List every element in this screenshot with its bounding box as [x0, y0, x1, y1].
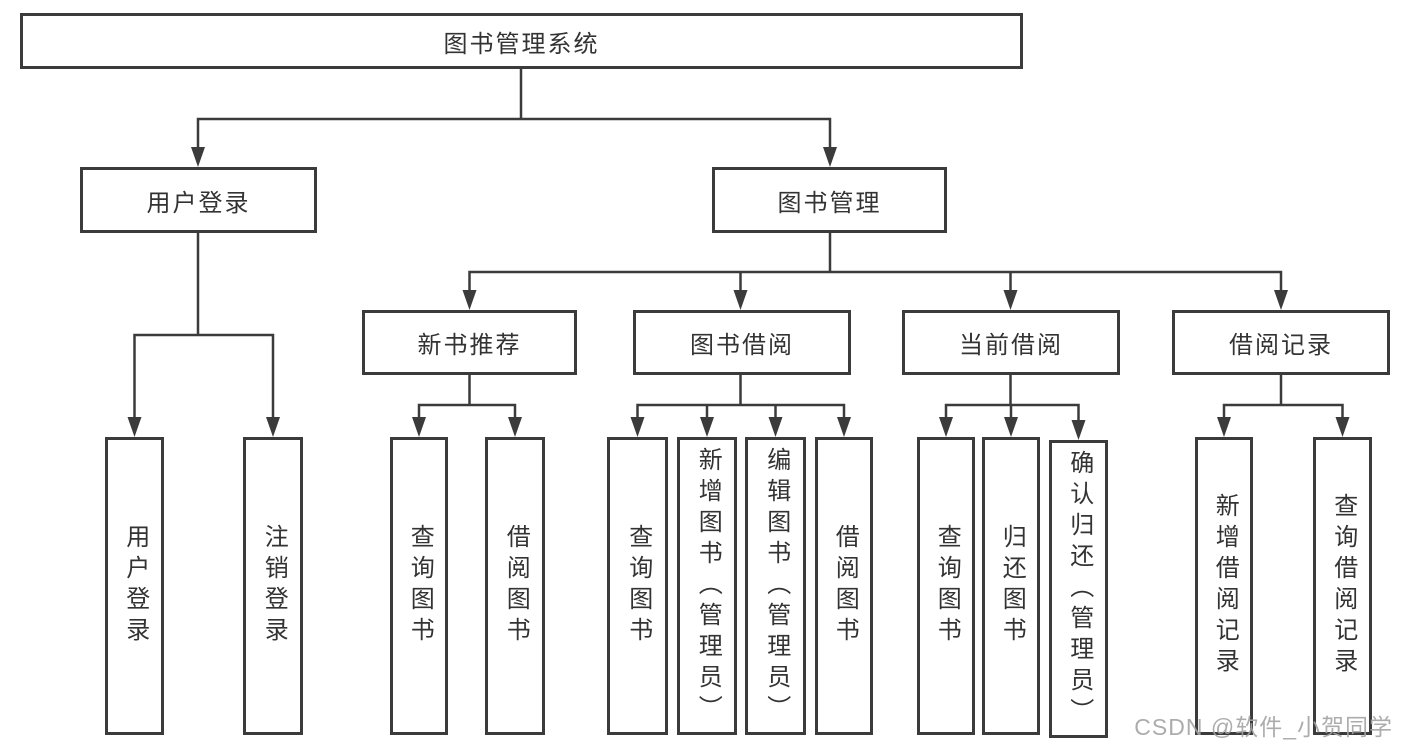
node-book-management: 图书管理 — [712, 167, 947, 233]
leaf-user-login: 用户登录 — [105, 437, 164, 735]
leaf-logout: 注销登录 — [243, 437, 303, 735]
leaf-borrow-books-1: 借阅图书 — [485, 437, 545, 735]
leaf-query-borrow-record: 查询借阅记录 — [1313, 437, 1372, 735]
leaf-query-books-2: 查询图书 — [607, 437, 668, 735]
node-label: 图书管理 — [777, 189, 882, 217]
node-label: 借阅图书 — [502, 524, 530, 648]
leaf-query-books-1: 查询图书 — [390, 437, 448, 735]
node-book-borrow: 图书借阅 — [633, 310, 851, 375]
node-user-login: 用户登录 — [80, 167, 317, 233]
node-label: 确认归还（管理员） — [1065, 449, 1093, 729]
leaf-return-books: 归还图书 — [982, 437, 1040, 735]
node-library-management-system: 图书管理系统 — [20, 13, 1023, 69]
node-label: 新书推荐 — [417, 332, 522, 359]
node-label: 图书管理系统 — [443, 30, 600, 58]
node-label: 编辑图书（管理员） — [762, 446, 790, 726]
node-label: 查询图书 — [624, 524, 652, 648]
node-label: 当前借阅 — [959, 332, 1063, 359]
node-label: 借阅记录 — [1229, 332, 1333, 359]
leaf-confirm-return-admin: 确认归还（管理员） — [1049, 440, 1108, 738]
leaf-add-book-admin: 新增图书（管理员） — [677, 437, 737, 735]
node-current-borrow: 当前借阅 — [902, 310, 1120, 375]
csdn-watermark: CSDN @软件_小贺同学 — [1134, 714, 1393, 740]
node-new-book-recommend: 新书推荐 — [362, 310, 577, 375]
node-label: 查询借阅记录 — [1329, 493, 1357, 679]
node-label: 用户登录 — [121, 524, 149, 648]
leaf-add-borrow-record: 新增借阅记录 — [1195, 437, 1253, 735]
node-label: 图书借阅 — [690, 332, 794, 359]
node-label: 用户登录 — [146, 189, 251, 217]
node-label: 新增图书（管理员） — [694, 446, 722, 726]
leaf-query-books-3: 查询图书 — [917, 437, 975, 735]
node-label: 查询图书 — [406, 524, 434, 648]
leaf-borrow-books-2: 借阅图书 — [815, 437, 873, 735]
node-label: 归还图书 — [998, 524, 1026, 648]
node-label: 新增借阅记录 — [1211, 493, 1239, 679]
leaf-edit-book-admin: 编辑图书（管理员） — [745, 437, 806, 735]
node-borrow-record: 借阅记录 — [1172, 310, 1390, 375]
node-label: 查询图书 — [933, 524, 961, 648]
node-label: 注销登录 — [260, 524, 288, 648]
node-label: 借阅图书 — [831, 524, 859, 648]
arrowheads — [127, 147, 1350, 440]
